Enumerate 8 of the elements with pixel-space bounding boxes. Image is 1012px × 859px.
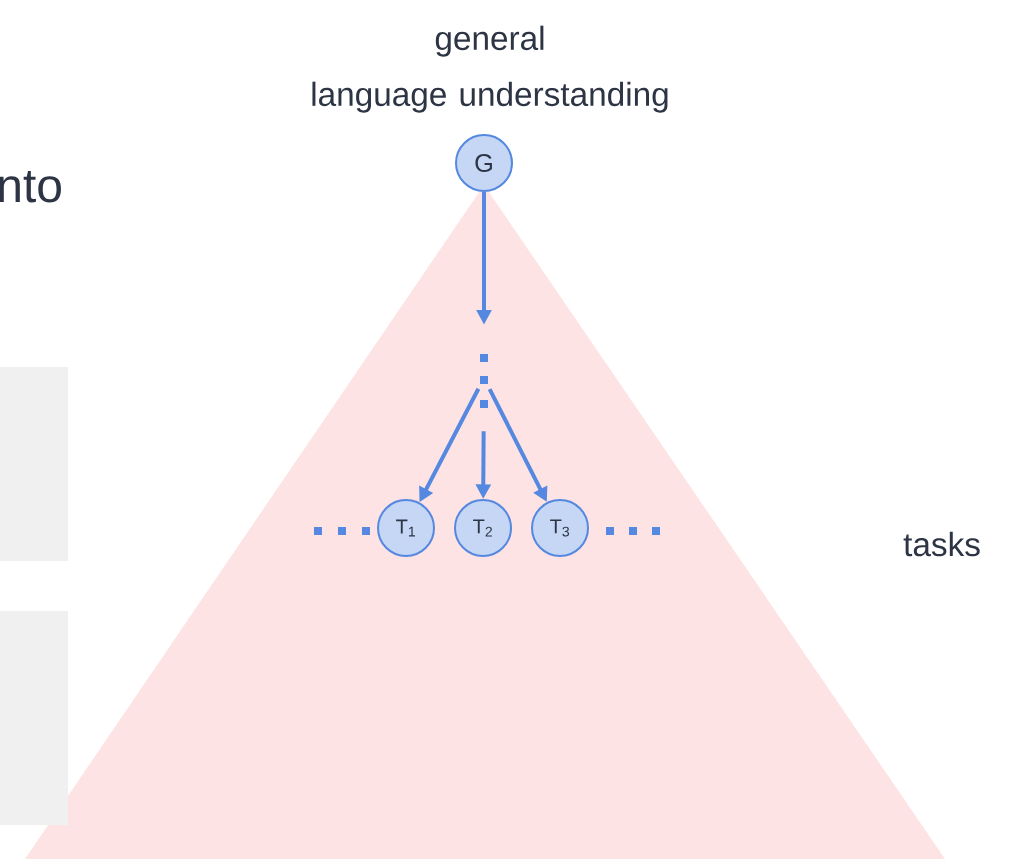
circle-node: T$_{1}$ <box>377 499 435 557</box>
heading-text: general language understanding <box>312 25 668 113</box>
circle-node: T$_{2}$ <box>454 499 512 557</box>
vertical-dots <box>480 354 488 408</box>
circle-node: G <box>455 134 513 192</box>
circle-node: T$_{3}$ <box>531 499 589 557</box>
text-label: tasks <box>903 531 980 557</box>
text-label: nto <box>0 170 61 203</box>
